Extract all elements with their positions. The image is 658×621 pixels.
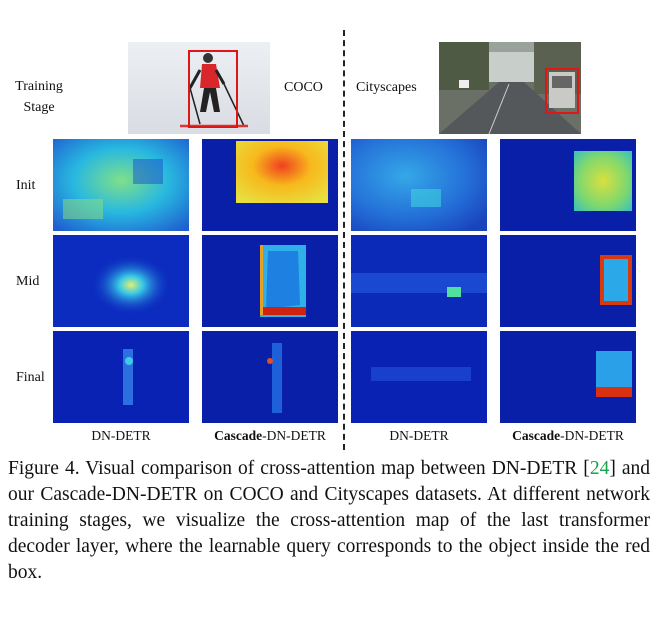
figure-caption: Figure 4. Visual comparison of cross-att… — [8, 456, 650, 586]
caption-citation[interactable]: 24 — [589, 458, 610, 479]
coco-label: COCO — [284, 80, 323, 95]
col-header-cascade-cityscapes: Cascade-DN-DETR — [494, 428, 642, 444]
coco-dn-detr-final-map — [53, 331, 189, 423]
cityscapes-cascade-mid-map — [500, 235, 636, 327]
cityscapes-cascade-init-map — [500, 139, 636, 231]
cityscapes-label: Cityscapes — [356, 80, 417, 95]
coco-cascade-mid-map — [202, 235, 338, 327]
cascade-bold-coco: Cascade — [214, 428, 263, 443]
cityscapes-dn-detr-mid-map — [351, 235, 487, 327]
training-stage-label: Training Stage — [4, 76, 74, 118]
row-label-final: Final — [16, 370, 45, 385]
cityscapes-dn-detr-init-map — [351, 139, 487, 231]
col-header-cascade-coco: Cascade-DN-DETR — [196, 428, 344, 444]
cascade-rest-cityscapes: -DN-DETR — [560, 428, 624, 443]
col-header-dn-detr-coco: DN-DETR — [91, 428, 151, 443]
coco-dn-detr-init-map — [53, 139, 189, 231]
coco-cascade-final-map — [202, 331, 338, 423]
cascade-rest-coco: -DN-DETR — [262, 428, 326, 443]
training-label-line2: Stage — [23, 100, 55, 115]
coco-skier-photo — [128, 42, 270, 134]
dataset-divider — [343, 30, 345, 450]
cityscapes-cascade-final-map — [500, 331, 636, 423]
coco-dn-detr-mid-map — [53, 235, 189, 327]
row-label-init: Init — [16, 178, 36, 193]
cityscapes-street-photo — [439, 42, 581, 134]
coco-object-box — [188, 50, 238, 128]
caption-part1: Figure 4. Visual comparison of cross-att… — [8, 458, 590, 479]
row-label-mid: Mid — [16, 274, 40, 289]
training-label-line1: Training — [15, 79, 63, 94]
caption-part2: ] and our Cascade-DN-DETR on COCO and Ci… — [8, 458, 650, 583]
cityscapes-object-box — [545, 68, 579, 114]
col-header-dn-detr-cityscapes: DN-DETR — [389, 428, 449, 443]
coco-cascade-init-map — [202, 139, 338, 231]
cityscapes-dn-detr-final-map — [351, 331, 487, 423]
cascade-bold-cityscapes: Cascade — [512, 428, 561, 443]
